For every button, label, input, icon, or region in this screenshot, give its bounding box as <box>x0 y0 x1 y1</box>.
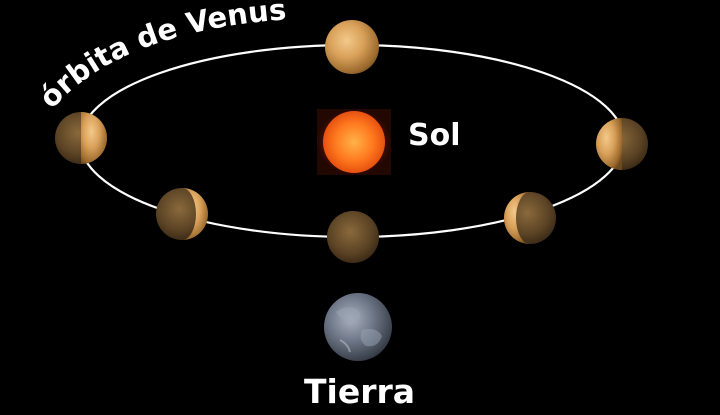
sun-disc <box>323 111 385 173</box>
earth-icon <box>324 293 392 361</box>
earth-label: Tierra <box>304 372 416 411</box>
venus-new-icon <box>327 211 379 263</box>
venus-crescent-left-icon <box>156 188 208 240</box>
sun <box>317 109 391 175</box>
orbit-label-text: órbita de Venus <box>32 0 287 115</box>
venus-half-right-icon <box>596 118 648 170</box>
venus-full-icon <box>325 20 379 74</box>
venus-half-left-icon <box>55 112 107 164</box>
sun-label: Sol <box>408 118 461 153</box>
orbit-label: órbita de Venus <box>32 0 287 115</box>
venus-crescent-right-icon <box>504 192 556 244</box>
